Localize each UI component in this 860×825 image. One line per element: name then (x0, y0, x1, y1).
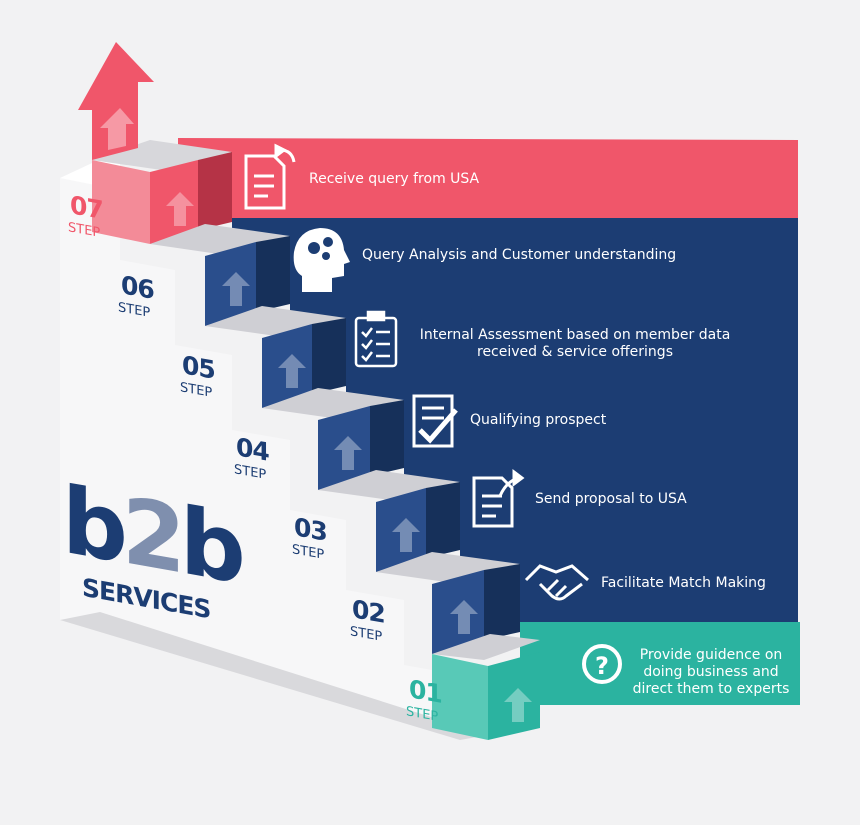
step-01-number: 01 (409, 674, 442, 709)
step-03-block (318, 470, 460, 572)
band-05 (290, 298, 798, 378)
question-icon: ? (582, 644, 622, 684)
step-06-number: 06 (121, 270, 154, 305)
step-05-text-line-1: Internal Assessment based on member data (419, 327, 731, 343)
document-send-icon (472, 469, 525, 528)
step-01-text-line-1: Provide guidence on (639, 647, 783, 663)
step-04-number: 04 (236, 432, 269, 467)
band-06 (232, 218, 798, 298)
step-03-number: 03 (294, 512, 327, 547)
step-06-block (150, 224, 290, 326)
logo-letter-b: b (62, 466, 122, 584)
head-gears-icon (293, 228, 350, 292)
step-03-text-line: Send proposal to USA (535, 491, 687, 507)
clipboard-checklist-icon (354, 310, 398, 368)
staircase (60, 150, 488, 740)
step-06-text: Query Analysis and Customer understandin… (362, 247, 676, 264)
step-03-text: Send proposal to USA (535, 491, 687, 508)
step-07-number: 07 (70, 190, 103, 225)
logo-digit-2: 2 (121, 476, 180, 595)
step-05-text-line-2: received & service offerings (477, 344, 673, 360)
step-06-text-line: Query Analysis and Customer understandin… (362, 247, 677, 263)
step-up-arrows (166, 192, 532, 722)
step-01-text-line-2: doing business and (643, 664, 779, 680)
band-01 (520, 622, 800, 705)
step-02-number: 02 (352, 594, 385, 629)
step-07-text-line: Receive query from USA (309, 171, 480, 187)
step-05-text: Internal Assessment based on member data… (410, 327, 740, 361)
step-01-text-line-3: direct them to experts (632, 681, 790, 697)
step-07-text: Receive query from USA (309, 171, 479, 188)
band-02 (460, 540, 798, 622)
step-04-text: Qualifying prospect (470, 412, 606, 429)
step-05-block (205, 306, 346, 408)
svg-text:?: ? (595, 652, 609, 680)
logo-letter-b-2: b (179, 487, 240, 605)
document-receive-icon (244, 143, 296, 210)
step-02-block (376, 552, 520, 654)
band-04 (346, 378, 798, 460)
handshake-icon (524, 564, 589, 601)
step-04-text-line: Qualifying prospect (470, 412, 607, 428)
step-02-text-line: Facilitate Match Making (601, 575, 766, 591)
step-01-text: Provide guidence on doing business and d… (626, 647, 796, 698)
step-01-block (432, 634, 540, 740)
band-07 (178, 138, 798, 218)
step-04-block (262, 388, 404, 490)
step-02-text: Facilitate Match Making (601, 575, 766, 592)
step-05-number: 05 (182, 350, 215, 385)
top-arrow (78, 42, 154, 160)
checked-document-icon (412, 394, 458, 448)
